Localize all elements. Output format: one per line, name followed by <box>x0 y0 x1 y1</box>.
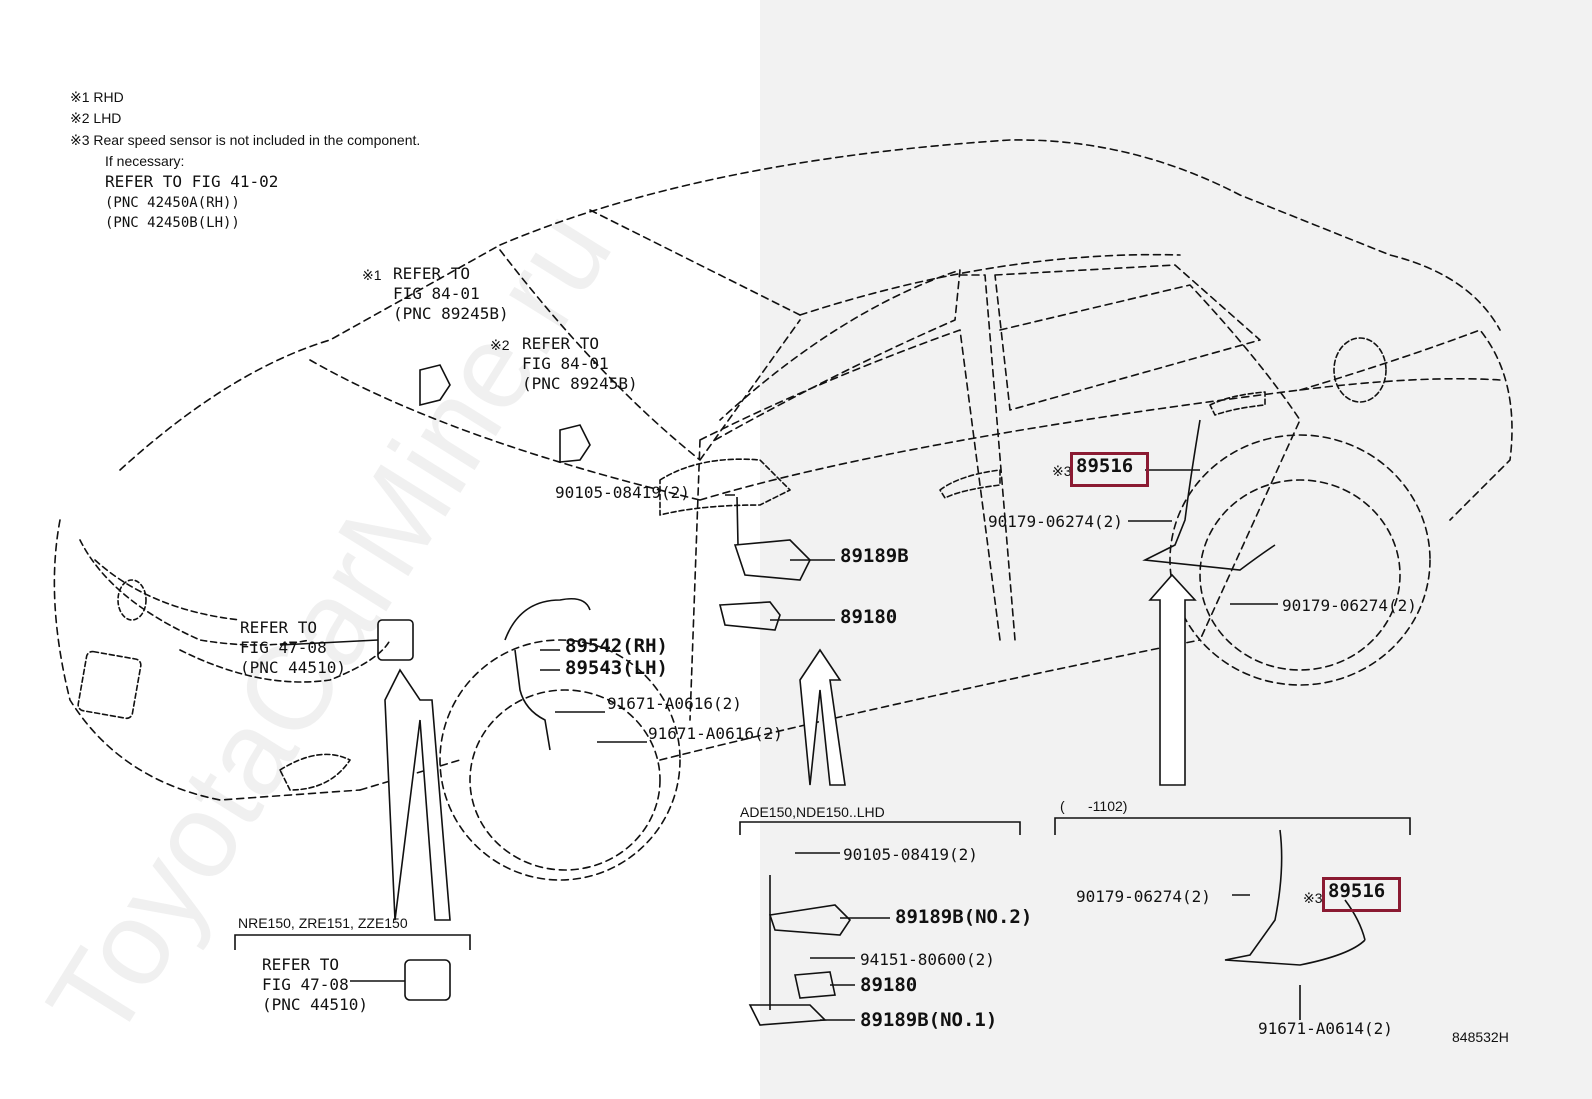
abs-refer-2: FIG 47-08 <box>240 638 327 657</box>
rhd-marker: ※1 <box>362 267 382 283</box>
inset-nre-refer-2: FIG 47-08 <box>262 975 349 994</box>
arrow-abs <box>384 668 451 921</box>
inset-ade-bracket-no2-label: 89189B(NO.2) <box>895 906 1033 928</box>
grille <box>79 539 311 646</box>
windshield-lower <box>499 249 801 461</box>
front-sensor-rh: 89542(RH) <box>565 635 668 657</box>
inset-rear-sensor-wire <box>1224 829 1366 966</box>
note-if-necessary: If necessary: <box>105 153 185 169</box>
inset-ade-bracket-no2 <box>768 904 852 936</box>
lhd-refer-2: FIG 84-01 <box>522 354 609 373</box>
inset-rear-marker: ※3 <box>1303 890 1323 906</box>
note-lhd: ※2 LHD <box>70 110 122 126</box>
rear-nut-upper: 90179-06274(2) <box>988 512 1123 531</box>
inset-rear-sensor: 89516 <box>1328 880 1386 902</box>
rear-sensor-marker: ※3 <box>1052 463 1072 479</box>
front-window <box>714 269 961 441</box>
lhd-refer-1: REFER TO <box>522 334 600 353</box>
arrow-rear-sensor <box>1148 573 1197 786</box>
front-sensor-lh: 89543(LH) <box>565 657 668 679</box>
inset-ade-nut: 94151-80600(2) <box>860 950 995 969</box>
inset-ade-bracket-no1-label: 89189B(NO.1) <box>860 1009 998 1031</box>
bracket-89189b: 89189B <box>840 545 909 567</box>
rear-handle <box>1209 391 1266 416</box>
inset-ade-bracket <box>739 821 1021 835</box>
note-refer-fig: REFER TO FIG 41-02 <box>105 172 279 191</box>
fuel-door <box>1333 337 1387 403</box>
body-side-upper <box>699 377 1501 501</box>
hood-outline <box>119 244 501 471</box>
inset-rear-highlight <box>1322 877 1401 912</box>
inset-ade-title: ADE150,NDE150..LHD <box>740 804 885 820</box>
body-side-lower <box>359 639 1201 791</box>
windshield-top <box>589 209 801 316</box>
rhd-refer-1: REFER TO <box>393 264 471 283</box>
inset-ade-part-89180 <box>794 971 836 999</box>
rear-sensor-highlight <box>1070 452 1149 487</box>
rear-wheel-arch <box>1169 434 1431 686</box>
inset-rear-bracket <box>1054 817 1411 835</box>
bracket-bolt: 90105-08419(2) <box>555 483 690 502</box>
note-rear-sensor: ※3 Rear speed sensor is not included in … <box>70 132 421 148</box>
rhd-refer-3: (PNC 89245B) <box>393 304 509 323</box>
note-pnc-lh: (PNC 42450B(LH)) <box>105 215 240 231</box>
inset-ade-bolt: 90105-08419(2) <box>843 845 978 864</box>
rear-trunk <box>1299 329 1513 521</box>
rear-window <box>994 264 1261 411</box>
mirror <box>659 458 791 516</box>
lhd-refer-3: (PNC 89245B) <box>522 374 638 393</box>
inset-ade-bracket-no1 <box>748 1004 827 1026</box>
rear-wheel <box>1199 479 1401 671</box>
inset-nre-refer-3: (PNC 44510) <box>262 995 368 1014</box>
rear-nut-lower: 90179-06274(2) <box>1282 596 1417 615</box>
note-pnc-rh: (PNC 42450A(RH)) <box>105 195 240 211</box>
front-emblem <box>117 579 147 621</box>
bracket-89180-shape <box>718 601 781 631</box>
front-bolt-b: 91671-A0616(2) <box>648 724 783 743</box>
front-bolt-a: 91671-A0616(2) <box>607 694 742 713</box>
inset-rear-bolt: 91671-A0614(2) <box>1258 1019 1393 1038</box>
inset-nre-title: NRE150, ZRE151, ZZE150 <box>238 915 408 931</box>
lhd-marker: ※2 <box>490 337 510 353</box>
shaded-panel <box>760 0 1592 1099</box>
front-wheel <box>469 689 661 871</box>
license-plate <box>77 650 142 720</box>
yaw-sensor-lhd-shape <box>559 424 591 463</box>
fog-light <box>279 753 351 791</box>
front-wheel-arch <box>439 639 681 881</box>
inset-rear-nut: 90179-06274(2) <box>1076 887 1211 906</box>
bracket-89180: 89180 <box>840 606 898 628</box>
rear-sensor-wire <box>1142 419 1276 571</box>
hood-edge <box>309 359 701 501</box>
front-sensor-wire <box>504 597 591 751</box>
b-pillar <box>959 274 1016 641</box>
inset-ade-part-89180-label: 89180 <box>860 974 918 996</box>
inset-rear-title: ( -1102) <box>1060 798 1128 814</box>
roof-line <box>799 253 1181 316</box>
note-rhd: ※1 RHD <box>70 89 124 105</box>
rhd-refer-2: FIG 84-01 <box>393 284 480 303</box>
front-handle <box>939 469 1001 499</box>
inset-abs-shape <box>404 959 451 1001</box>
rear-door <box>999 284 1301 641</box>
inset-nre-refer-1: REFER TO <box>262 955 340 974</box>
front-bumper <box>53 519 361 801</box>
inset-nre-bracket <box>234 934 471 950</box>
leader-lines <box>279 469 1278 896</box>
headlight <box>179 639 391 683</box>
abs-refer-3: (PNC 44510) <box>240 658 346 677</box>
arrow-front-bracket <box>799 648 846 786</box>
yaw-sensor-rhd-shape <box>419 364 451 407</box>
front-door <box>689 329 1001 721</box>
rear-sensor-part: 89516 <box>1076 455 1134 477</box>
figure-id: 848532H <box>1452 1029 1509 1045</box>
bracket-89189b-shape <box>733 539 811 581</box>
roof-outline <box>499 139 1501 331</box>
abs-refer-1: REFER TO <box>240 618 318 637</box>
